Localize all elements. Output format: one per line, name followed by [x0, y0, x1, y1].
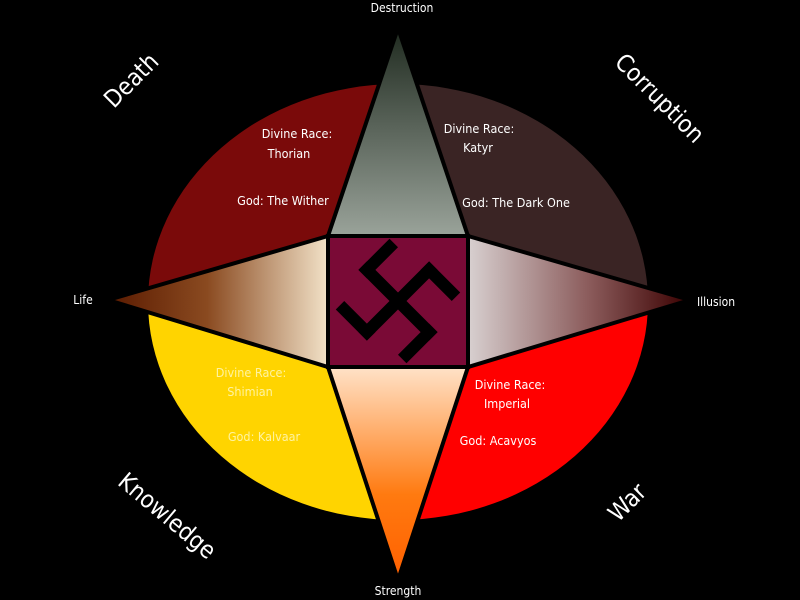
- direction-bottom-label: Strength: [375, 584, 422, 598]
- death-race-name: Thorian: [267, 146, 311, 161]
- direction-top-label: Destruction: [371, 1, 434, 15]
- death-god: God: The Wither: [237, 193, 329, 208]
- death-race-label: Divine Race:: [262, 126, 333, 141]
- war-race-label: Divine Race:: [475, 377, 546, 392]
- swastika-symbol: [335, 238, 461, 364]
- quadrant-title-death: Death: [98, 47, 164, 113]
- quadrant-title-knowledge: Knowledge: [113, 467, 222, 565]
- corruption-god: God: The Dark One: [462, 195, 570, 210]
- direction-right-label: Illusion: [697, 295, 735, 309]
- knowledge-race-label: Divine Race:: [216, 365, 287, 380]
- quadrant-title-war: War: [603, 478, 653, 528]
- knowledge-race-name: Shimian: [227, 384, 273, 399]
- knowledge-god: God: Kalvaar: [228, 429, 301, 444]
- corruption-race-name: Katyr: [463, 140, 493, 155]
- war-race-name: Imperial: [484, 396, 530, 411]
- direction-left-label: Life: [73, 293, 93, 307]
- corruption-race-label: Divine Race:: [444, 121, 515, 136]
- quadrant-title-corruption: Corruption: [609, 48, 710, 149]
- war-god: God: Acavyos: [460, 433, 537, 448]
